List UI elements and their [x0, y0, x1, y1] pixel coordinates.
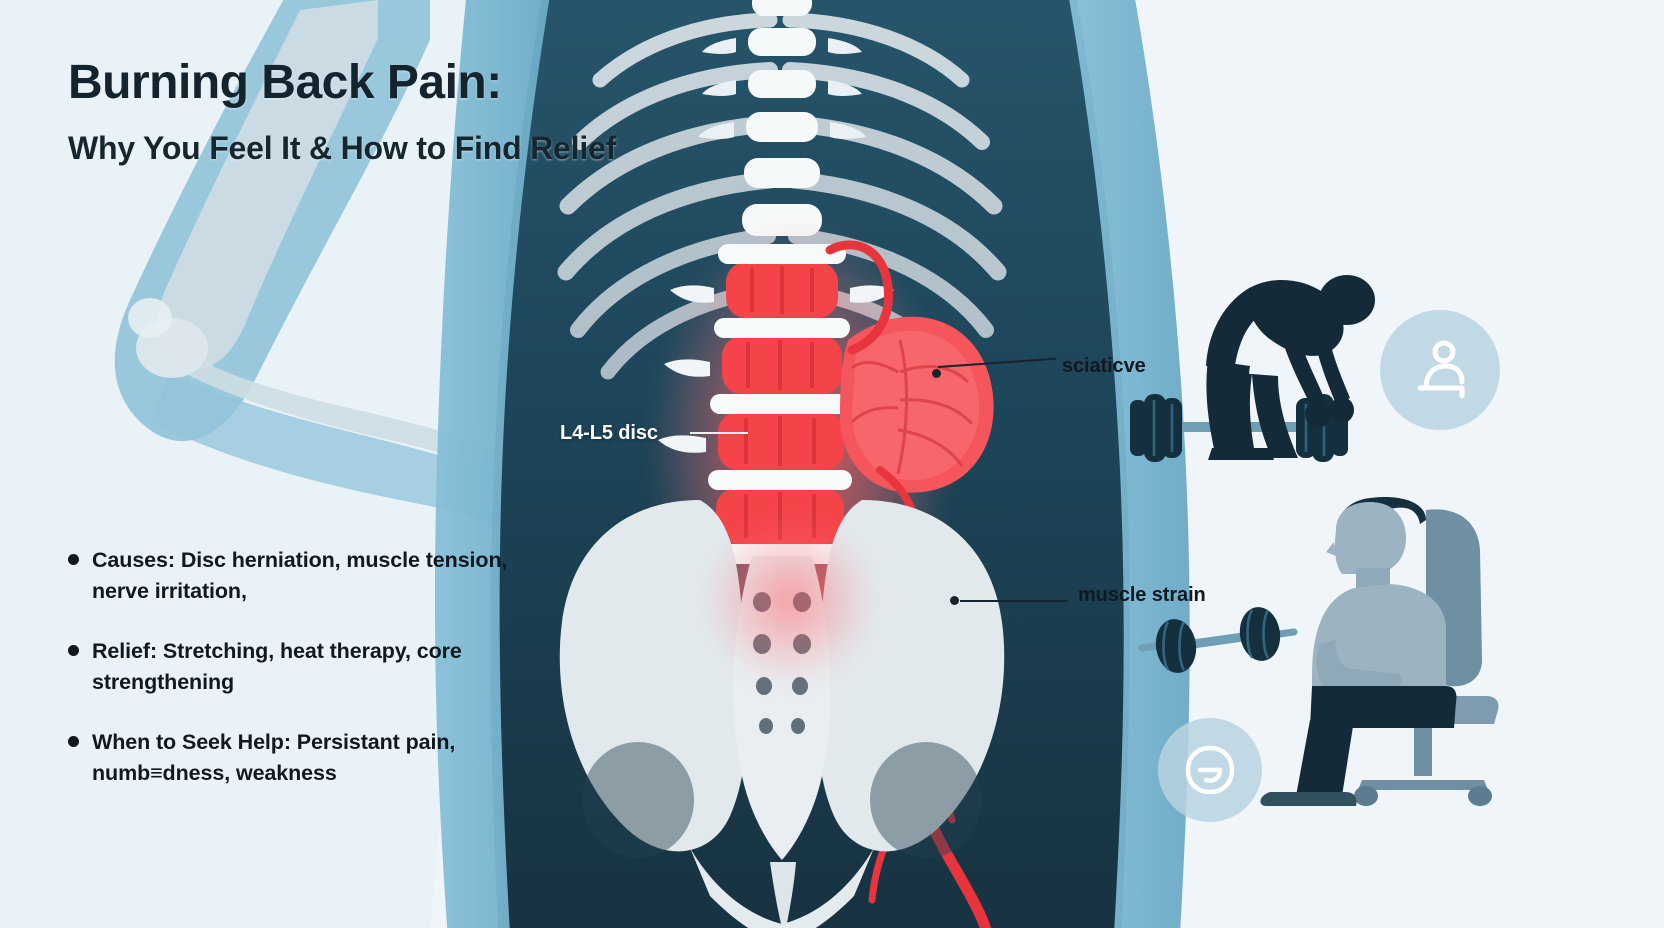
posture-badge-icon	[1380, 310, 1500, 430]
thoracic-spine-icon	[698, 0, 866, 236]
list-item: Causes: Disc herniation, muscle tension,…	[68, 545, 538, 606]
list-item: Relief: Stretching, heat therapy, core s…	[68, 636, 538, 697]
list-item-label: When to Seek Help: Persistant pain, numb…	[92, 730, 456, 785]
deadlift-silhouette-icon	[1206, 275, 1375, 460]
annotation-l4l5-disc: L4-L5 disc	[560, 422, 658, 444]
list-item-label: Causes: Disc herniation, muscle tension,…	[92, 548, 508, 603]
bullet-dot-icon	[68, 554, 79, 565]
leader-line-muscle-strain	[960, 600, 1068, 602]
list-item-label: Relief: Stretching, heat therapy, core s…	[92, 639, 462, 694]
leader-line-l4l5	[690, 432, 748, 434]
page-subtitle: Why You Feel It & How to Find Relief	[68, 129, 617, 166]
leader-dot-muscle-strain	[950, 596, 959, 605]
bullet-dot-icon	[68, 736, 79, 748]
annotation-sciatic-nerve: sciaticve	[1062, 355, 1146, 377]
list-item: When to Seek Help: Persistant pain, numb…	[68, 727, 538, 788]
seated-person-icon	[1260, 496, 1499, 806]
key-points-list: Causes: Disc herniation, muscle tension,…	[68, 545, 538, 818]
dumbbell-icon	[1138, 607, 1298, 673]
annotation-muscle-strain: muscle strain	[1078, 584, 1206, 606]
title-block: Burning Back Pain: Why You Feel It & How…	[68, 56, 968, 166]
bullet-dot-icon	[68, 645, 79, 657]
posture-badge-glyph	[1417, 340, 1465, 399]
page-title: Burning Back Pain:	[68, 56, 502, 109]
leader-dot-sciatic	[932, 369, 941, 378]
disc-bulge-icon	[840, 316, 994, 493]
spine-badge-glyph	[1185, 745, 1235, 795]
